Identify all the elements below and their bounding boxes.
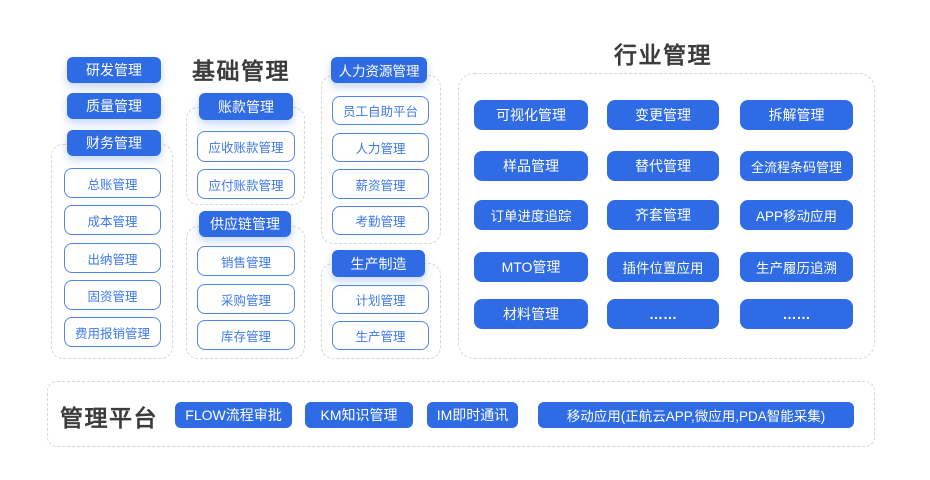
accounts-management-pill: 账款管理 [199, 93, 293, 120]
finance-item: 出纳管理 [64, 243, 161, 273]
hr-item: 人力管理 [332, 133, 429, 162]
platform-item: IM即时通讯 [427, 402, 518, 428]
hr-management-pill: 人力资源管理 [331, 57, 427, 83]
hr-item: 员工自助平台 [332, 96, 429, 125]
finance-management-pill: 财务管理 [67, 130, 161, 156]
manufacturing-item: 计划管理 [332, 285, 429, 314]
industry-item: 材料管理 [474, 299, 588, 329]
industry-management-title: 行业管理 [614, 42, 712, 68]
finance-item: 总账管理 [64, 168, 161, 198]
industry-item: MTO管理 [474, 252, 588, 282]
base-management-title: 基础管理 [192, 58, 290, 84]
industry-item: 替代管理 [607, 151, 719, 181]
supply-chain-pill: 供应链管理 [199, 211, 291, 237]
accounts-item: 应付账款管理 [197, 169, 295, 199]
supply-chain-item: 销售管理 [197, 246, 295, 276]
supply-chain-item: 采购管理 [197, 284, 295, 314]
industry-item: 全流程条码管理 [740, 151, 853, 181]
platform-item: FLOW流程审批 [175, 402, 292, 428]
hr-item: 考勤管理 [332, 206, 429, 235]
finance-item: 费用报销管理 [64, 317, 161, 347]
industry-item: 变更管理 [607, 100, 719, 130]
finance-item: 成本管理 [64, 205, 161, 235]
manufacturing-item: 生产管理 [332, 321, 429, 350]
quality-management-pill: 质量管理 [67, 93, 161, 119]
industry-item-ellipsis: …… [740, 299, 853, 329]
platform-box [47, 381, 875, 447]
rd-management-pill: 研发管理 [67, 57, 161, 83]
accounts-item: 应收账款管理 [197, 131, 295, 162]
platform-title: 管理平台 [60, 405, 158, 431]
industry-item: 插件位置应用 [607, 252, 719, 282]
industry-item: 可视化管理 [474, 100, 588, 130]
industry-item: 订单进度追踪 [474, 200, 588, 230]
industry-group-box [458, 73, 875, 359]
hr-item: 薪资管理 [332, 169, 429, 199]
platform-item: KM知识管理 [305, 402, 413, 428]
platform-item: 移动应用(正航云APP,微应用,PDA智能采集) [538, 402, 854, 428]
industry-item: 样品管理 [474, 151, 588, 181]
industry-item: 生产履历追溯 [740, 252, 853, 282]
finance-item: 固资管理 [64, 280, 161, 310]
industry-item-ellipsis: …… [607, 299, 719, 329]
industry-item: APP移动应用 [740, 200, 853, 230]
supply-chain-item: 库存管理 [197, 320, 295, 350]
manufacturing-pill: 生产制造 [332, 250, 425, 277]
industry-item: 拆解管理 [740, 100, 853, 130]
industry-item: 齐套管理 [607, 200, 719, 230]
